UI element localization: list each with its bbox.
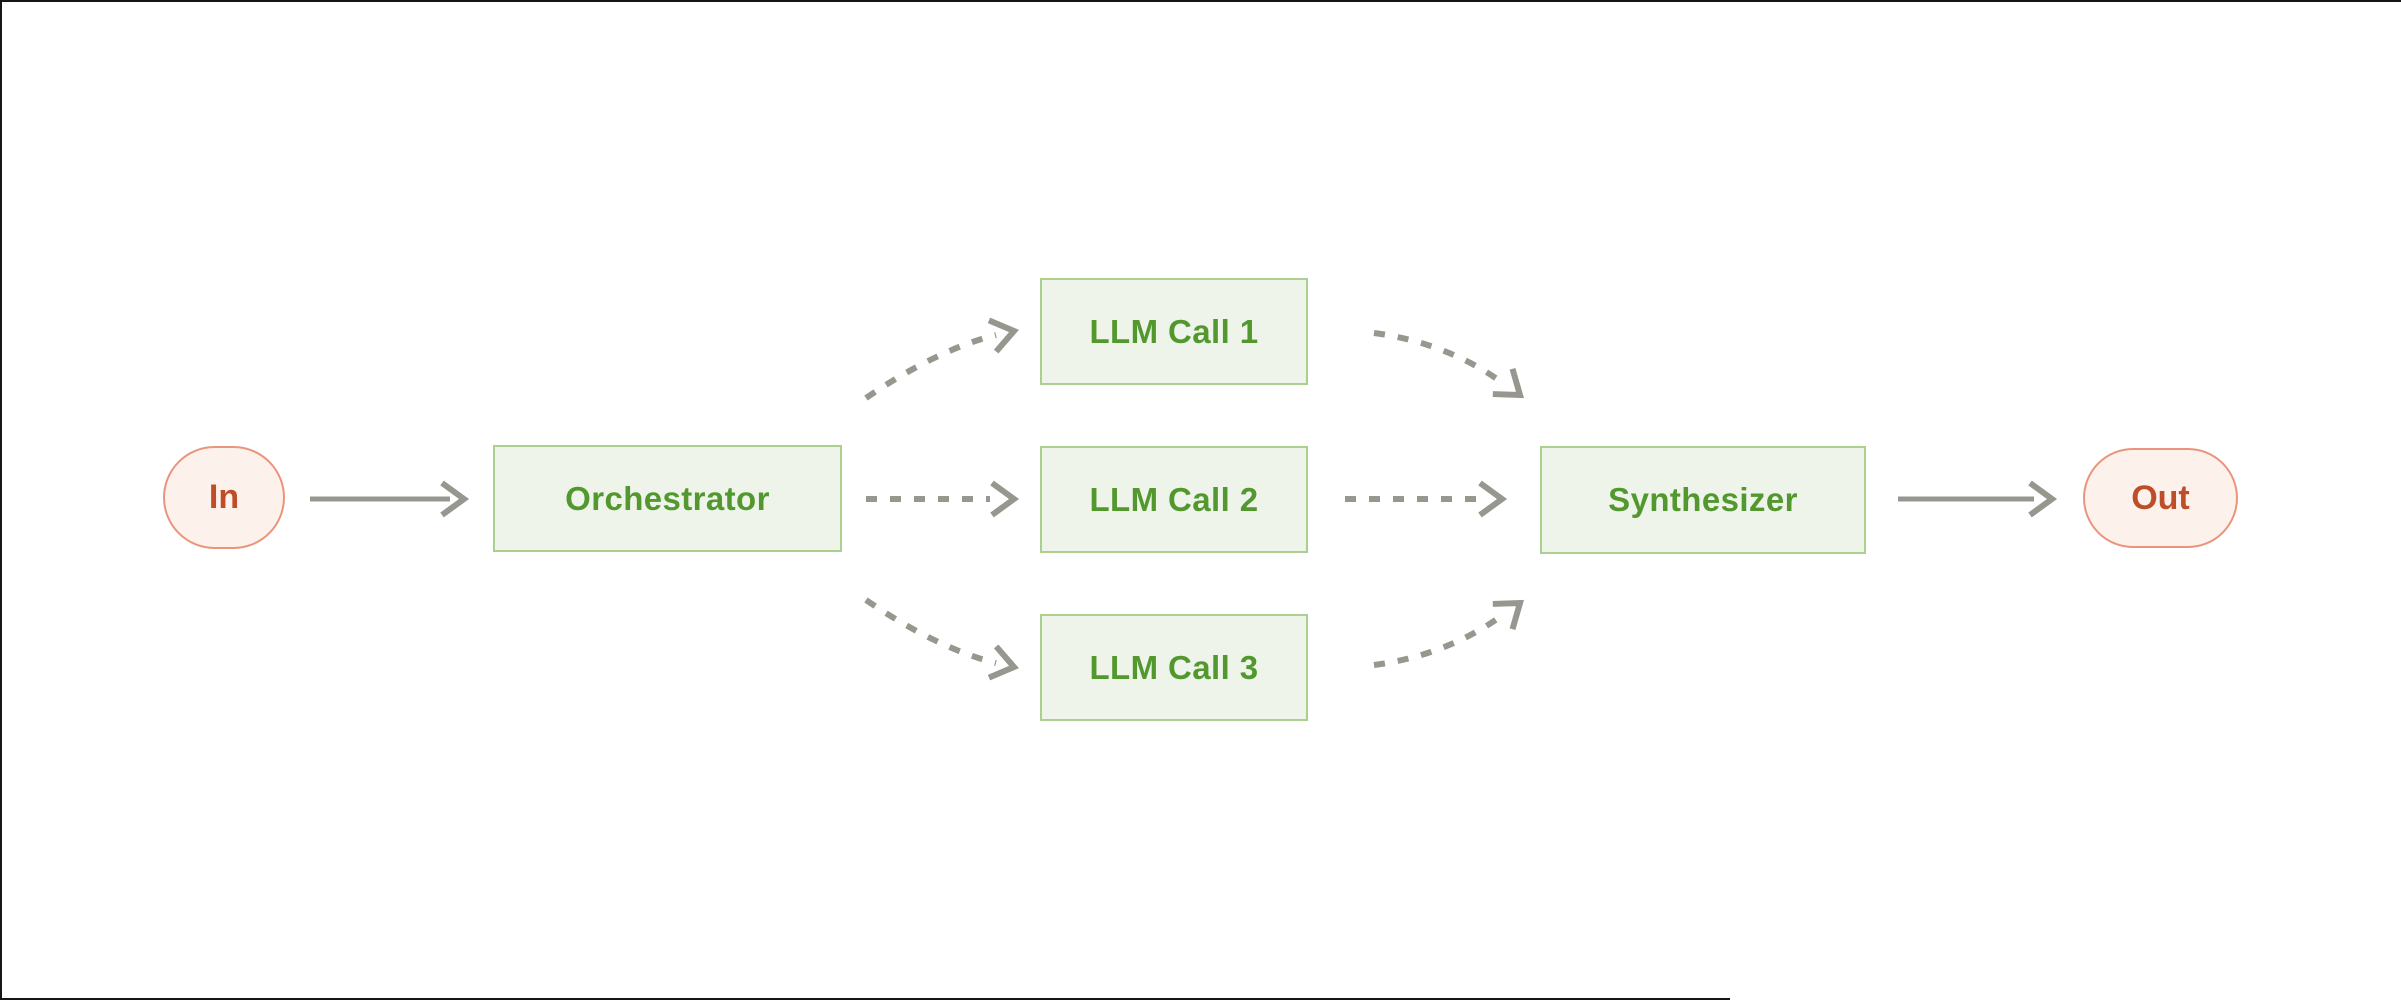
frame-top-line [0, 0, 2401, 2]
edge-llm-call-3-to-synthesizer [1373, 599, 1525, 668]
node-llm-call-3: LLM Call 3 [1040, 614, 1308, 721]
frame-bottom-line [0, 998, 1730, 1000]
edge-synthesizer-to-out [1898, 480, 2058, 518]
node-llm-call-1: LLM Call 1 [1040, 278, 1308, 385]
node-llm-call-2-label: LLM Call 2 [1089, 480, 1259, 518]
edge-llm-call-2-to-synthesizer [1345, 480, 1508, 518]
arrowhead-icon [1492, 599, 1525, 630]
edge-in-to-orchestrator [310, 480, 470, 518]
node-out-label: Out [2131, 478, 2190, 517]
edge-llm-call-1-to-synthesizer [1373, 330, 1525, 399]
edge-orchestrator-to-llm-call-2 [866, 480, 1020, 518]
node-llm-call-2: LLM Call 2 [1040, 446, 1308, 553]
frame-left-line [0, 0, 2, 1000]
arrowhead-icon [440, 480, 470, 518]
arrowhead-icon [990, 480, 1020, 518]
node-llm-call-3-label: LLM Call 3 [1089, 648, 1259, 686]
arrowhead-icon [987, 644, 1019, 681]
node-orchestrator-label: Orchestrator [565, 479, 770, 517]
node-orchestrator: Orchestrator [493, 445, 842, 552]
node-in-label: In [208, 478, 240, 516]
arrowhead-icon [1478, 480, 1508, 518]
node-synthesizer: Synthesizer [1540, 446, 1866, 554]
node-synthesizer-label: Synthesizer [1608, 481, 1798, 518]
edge-orchestrator-to-llm-call-1 [864, 317, 1019, 401]
node-llm-call-1-label: LLM Call 1 [1089, 312, 1259, 350]
node-in: In [163, 446, 285, 549]
arrowhead-icon [2028, 480, 2058, 518]
arrowhead-icon [1492, 368, 1525, 399]
arrowhead-icon [987, 317, 1019, 354]
edge-orchestrator-to-llm-call-3 [864, 597, 1019, 681]
node-out: Out [2083, 448, 2238, 548]
